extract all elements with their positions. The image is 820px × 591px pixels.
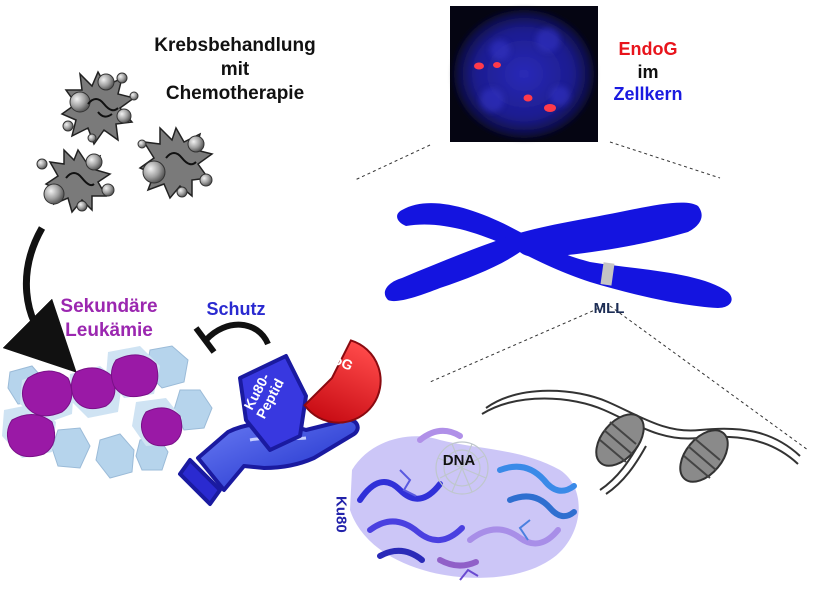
endog-focus [544,104,556,112]
leukemia-label-line1: Sekundäre [60,296,158,317]
chemotherapy-molecule-icon [60,70,139,146]
endog-pacman-icon [303,339,382,424]
chemotherapy-label-line1: Krebsbehandlung [154,35,316,56]
endog-nucleus-label-line2: im [637,61,659,82]
chemotherapy-label-line3: Chemotherapie [165,82,305,104]
endog-focus [493,62,501,68]
leukemia-cell-cluster [2,345,213,479]
dna-strands [481,389,801,495]
leukemia-label-line2: Leukämie [65,319,153,341]
endog-nucleus-label: EndoG im Zellkern [598,38,698,106]
chemotherapy-label: Krebsbehandlung mit Chemotherapie [120,34,350,105]
endog-nucleus-label-line1: EndoG [618,39,678,59]
mll-band [600,262,615,286]
endog-focus [474,62,484,70]
protein-ribbon-icon [350,427,579,581]
zoom-guide-lines [354,141,809,451]
nucleosome-icon [679,429,729,483]
chemotherapy-label-line2: mit [220,58,250,80]
protection-label: Schutz [206,299,266,319]
chemo-to-leukemia-arrow [2,226,77,373]
leukemia-label: Sekundäre Leukämie [34,295,184,343]
dna-mesh [435,441,489,495]
endog-focus [523,94,533,102]
shield-icon [238,354,308,452]
chromosome-icon [384,202,732,308]
dna-label: DNA [442,452,476,469]
mll-label: MLL [593,300,625,317]
nucleus-micrograph [450,6,598,142]
chemotherapy-molecule-icon [137,126,214,200]
chemotherapy-molecule-icon [36,148,115,214]
protection-inhibition-arrow [193,321,271,354]
ku80-label: Ku80 [332,496,350,533]
endog-nucleus-label-line3: Zellkern [613,84,683,104]
nucleosome-icon [595,413,645,467]
